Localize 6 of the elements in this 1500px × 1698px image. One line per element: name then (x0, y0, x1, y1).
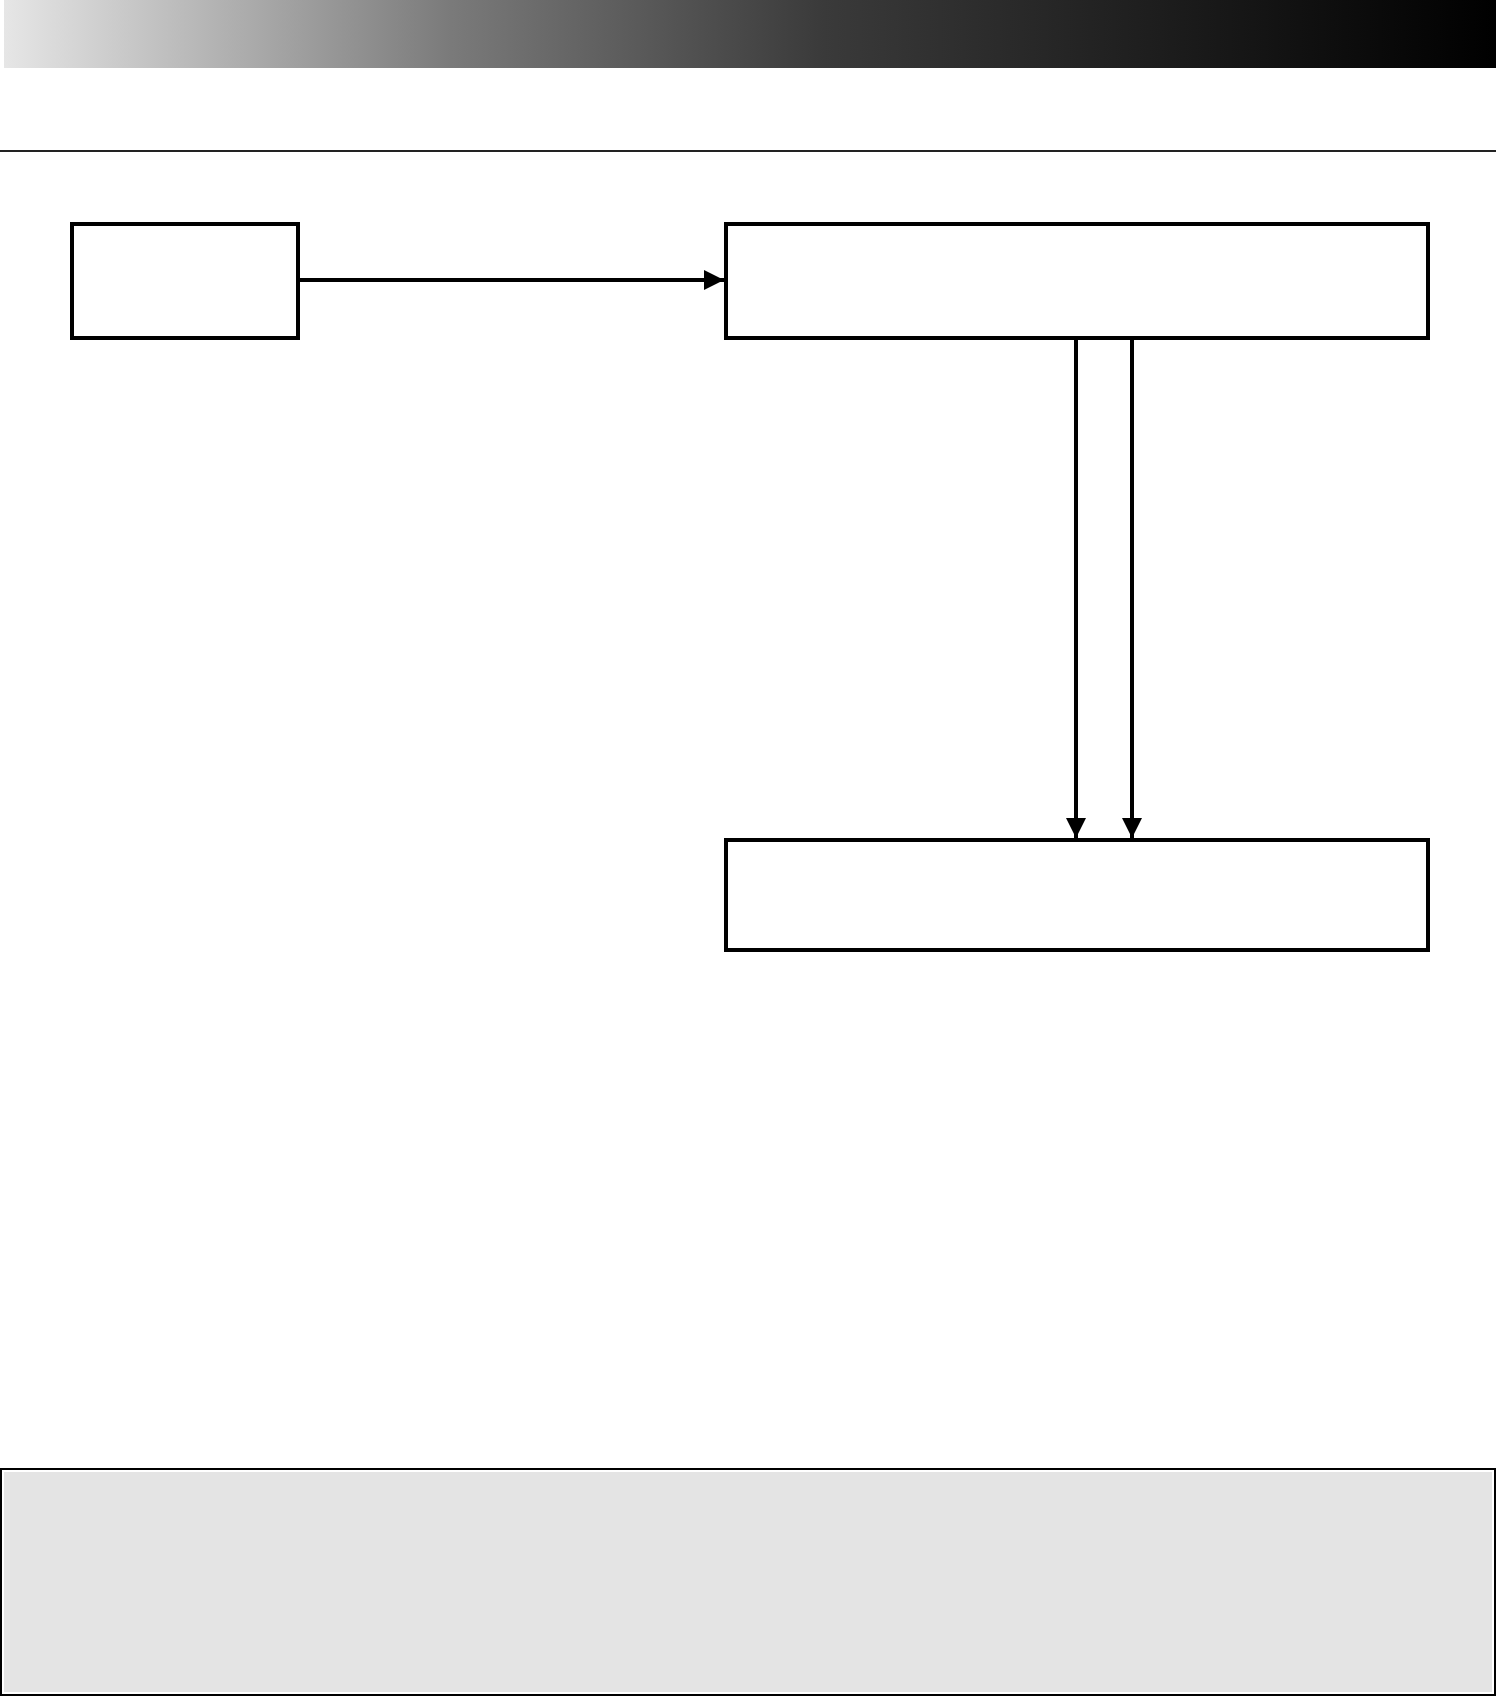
arrow (1066, 340, 1086, 838)
process-box (70, 222, 300, 340)
arrow (300, 270, 724, 290)
process-box (724, 838, 1430, 952)
arrow (1122, 340, 1142, 838)
process-box (724, 222, 1430, 340)
